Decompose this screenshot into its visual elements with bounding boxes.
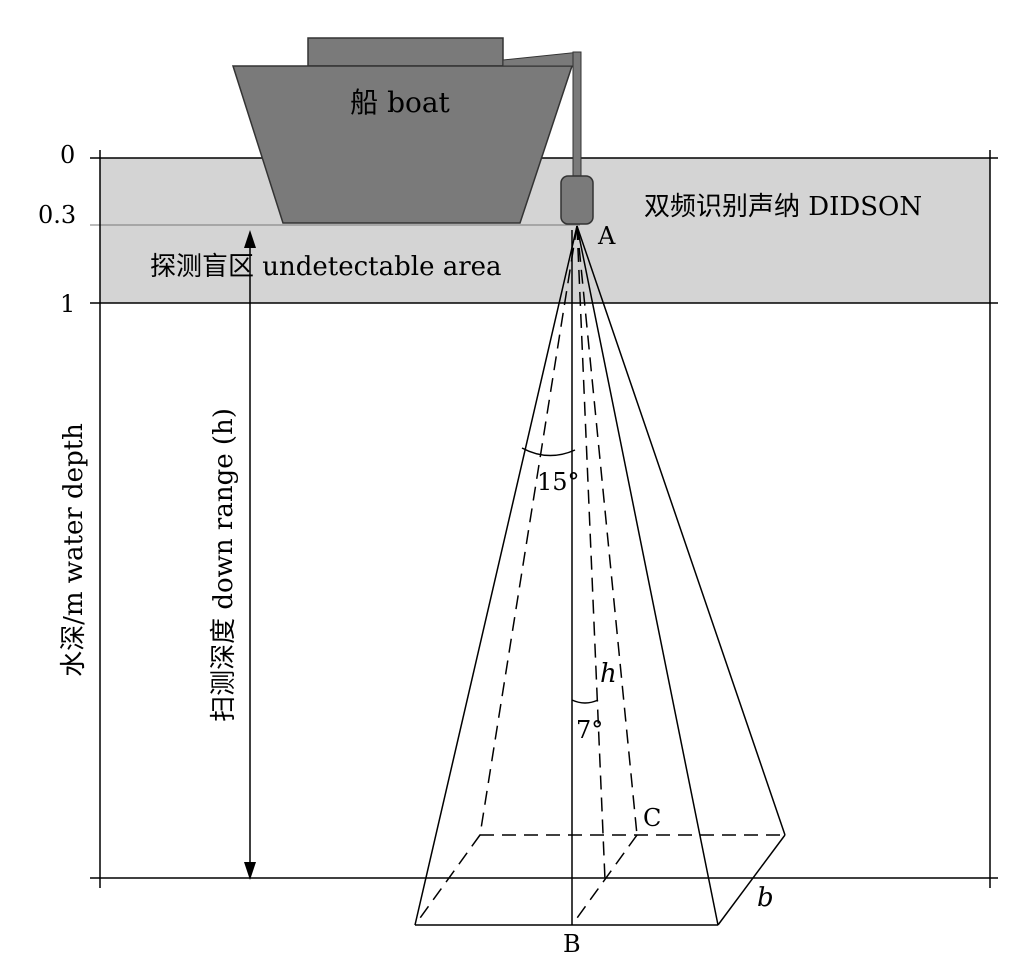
point-c-label: C [643, 804, 661, 832]
mount-pole [572, 51, 582, 177]
angle-15-label: 15° [537, 468, 580, 496]
boat-hull [231, 65, 574, 224]
angle-7-label: 7° [576, 716, 603, 744]
h-dimension-label: h [600, 659, 617, 689]
b-dimension-label: b [757, 883, 774, 913]
boat-cabin [307, 37, 504, 67]
boat-label: 船 boat [350, 86, 450, 119]
mount-arm [502, 51, 581, 67]
down-range-axis-label: 扫测深度 down range (h) [209, 408, 239, 722]
water-depth-axis-label: 水深/m water depth [59, 423, 89, 677]
depth-tick-0: 0 [60, 141, 75, 169]
point-a-label: A [597, 222, 616, 250]
depth-tick-0-3: 0.3 [38, 201, 76, 229]
sonar-device [560, 175, 594, 225]
beam-solid-edges [414, 225, 786, 926]
sonar-label: 双频识别声纳 DIDSON [644, 192, 922, 222]
point-b-label: B [563, 930, 581, 958]
angle-arc-15 [521, 447, 576, 457]
down-range-arrow [244, 230, 256, 880]
depth-tick-1: 1 [60, 290, 75, 318]
blind-zone-label: 探测盲区 undetectable area [150, 252, 502, 282]
angle-arc-7 [571, 699, 599, 704]
water-band [100, 158, 990, 303]
beam-dashed-edges [414, 225, 785, 926]
